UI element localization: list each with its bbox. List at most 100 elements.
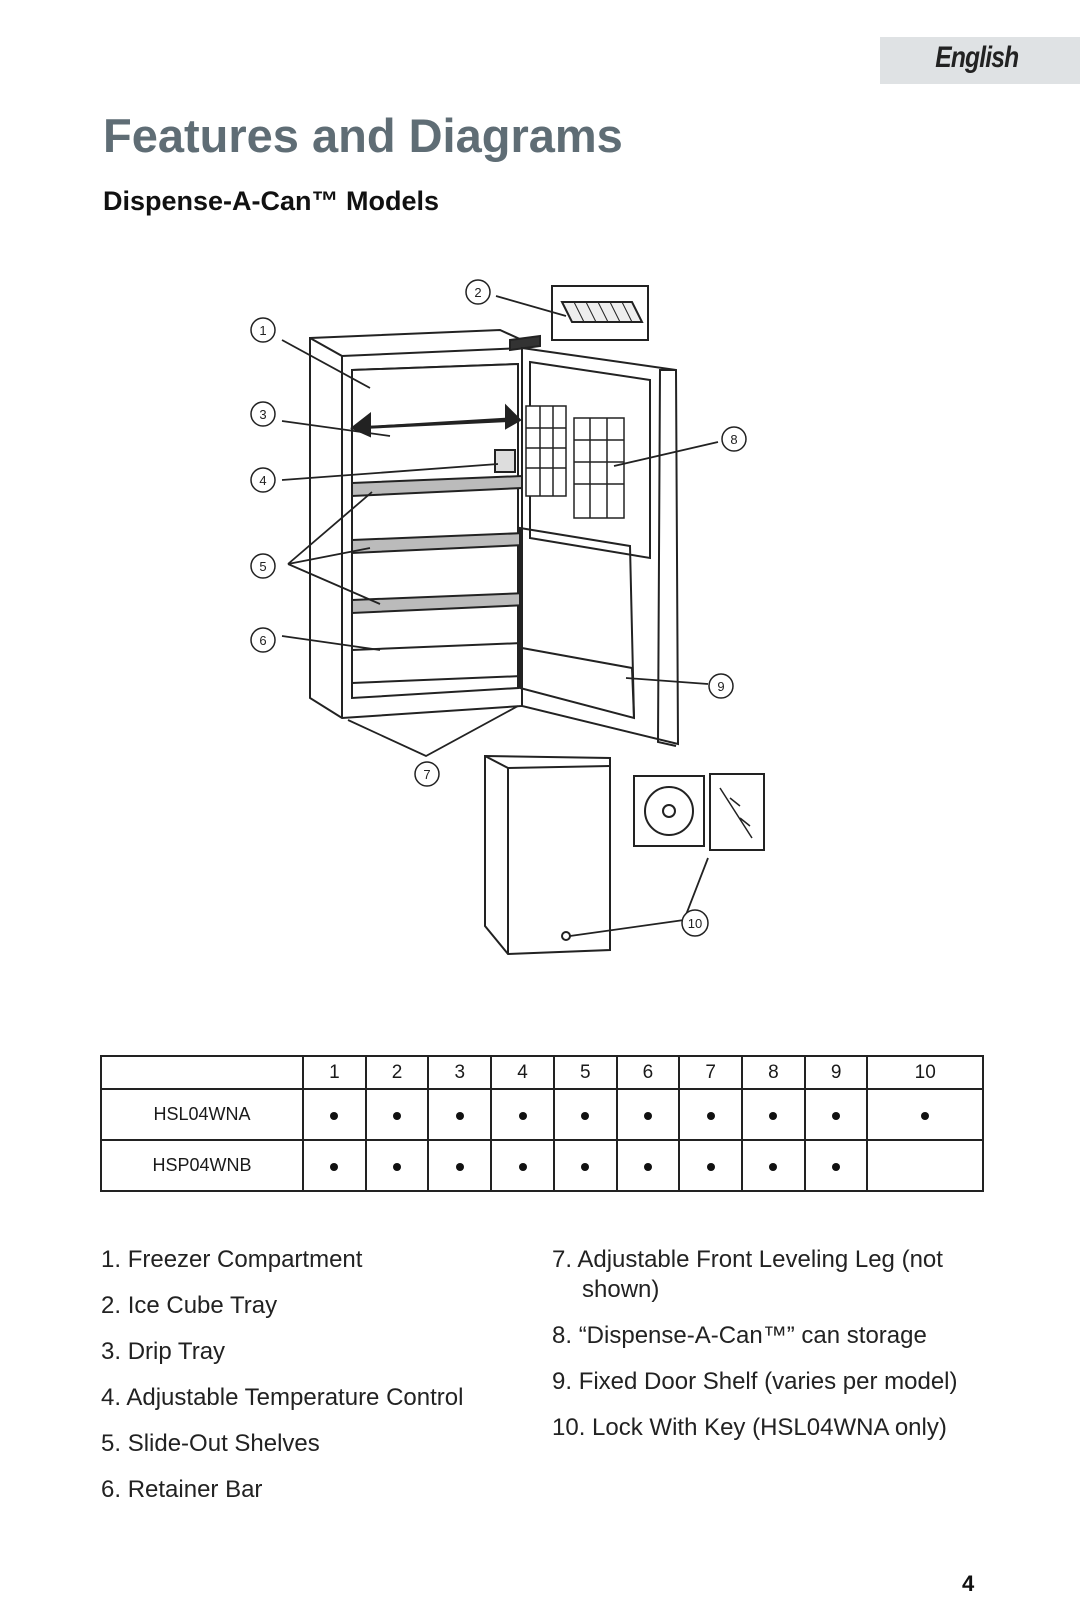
feature-dot xyxy=(643,1111,652,1120)
callout-10: 10 xyxy=(681,909,709,937)
language-label: English xyxy=(934,41,1019,74)
section-subtitle: Dispense-A-Can™ Models xyxy=(103,186,440,216)
svg-text:9: 9 xyxy=(717,679,724,694)
list-item: 4. Adjustable Temperature Control xyxy=(101,1384,464,1411)
feature-cell xyxy=(741,1088,806,1141)
language-tab: English xyxy=(880,37,1080,84)
feature-cell xyxy=(803,1139,869,1192)
callout-9: 9 xyxy=(708,673,734,699)
callout-5: 5 xyxy=(250,553,276,579)
feature-dot xyxy=(706,1111,715,1120)
callout-7: 7 xyxy=(414,761,440,787)
feature-cell xyxy=(427,1088,493,1141)
door-illustration xyxy=(519,346,680,747)
feature-dot xyxy=(455,1111,464,1120)
svg-text:8: 8 xyxy=(730,432,737,447)
svg-text:10: 10 xyxy=(688,916,702,931)
page-number: 4 xyxy=(962,1571,975,1596)
feature-cell xyxy=(364,1088,430,1141)
svg-text:6: 6 xyxy=(259,633,266,648)
list-item: 3. Drip Tray xyxy=(101,1338,226,1365)
feature-dot xyxy=(832,1111,841,1120)
callout-3: 3 xyxy=(250,401,276,427)
table-header-cell: 3 xyxy=(427,1055,493,1090)
feature-cell xyxy=(866,1139,984,1192)
feature-cell xyxy=(302,1088,367,1141)
feature-dot xyxy=(581,1162,590,1171)
feature-cell xyxy=(552,1139,618,1192)
list-item: 5. Slide-Out Shelves xyxy=(101,1430,320,1457)
callouts: 1 2 3 4 5 6 7 8 9 10 xyxy=(250,279,747,937)
feature-dot xyxy=(455,1162,464,1171)
table-header-cell: 1 xyxy=(302,1055,367,1090)
page-title: Features and Diagrams xyxy=(103,109,623,162)
table-row: HSP04WNB xyxy=(100,1139,984,1192)
table-header-cell: 9 xyxy=(803,1055,869,1090)
feature-dot xyxy=(393,1162,402,1171)
model-name-cell: HSP04WNB xyxy=(100,1139,304,1192)
feature-dot xyxy=(643,1162,652,1171)
table-row: HSL04WNA xyxy=(100,1088,984,1141)
callout-6: 6 xyxy=(250,627,276,653)
callout-1: 1 xyxy=(250,317,276,343)
table-header-cell: 4 xyxy=(490,1055,555,1090)
feature-cell xyxy=(552,1088,618,1141)
list-item-continuation: shown) xyxy=(582,1276,660,1303)
feature-cell xyxy=(427,1139,493,1192)
feature-cell xyxy=(803,1088,869,1141)
feature-cell xyxy=(615,1139,681,1192)
list-item: 6. Retainer Bar xyxy=(101,1476,263,1503)
feature-cell xyxy=(615,1088,681,1141)
feature-dot xyxy=(393,1111,402,1120)
svg-text:7: 7 xyxy=(423,767,430,782)
list-item: 1. Freezer Compartment xyxy=(101,1246,363,1273)
svg-text:5: 5 xyxy=(259,559,266,574)
leader-lines xyxy=(281,295,719,937)
table-header-cell: 7 xyxy=(678,1055,744,1090)
feature-cell xyxy=(678,1088,744,1141)
table-header-cell: 2 xyxy=(364,1055,430,1090)
svg-text:3: 3 xyxy=(259,407,266,422)
feature-cell xyxy=(490,1139,555,1192)
callout-8: 8 xyxy=(721,426,747,452)
svg-text:1: 1 xyxy=(259,323,266,338)
list-item: 7. Adjustable Front Leveling Leg (not xyxy=(552,1246,943,1273)
table-header-row: 1 2 3 4 5 6 7 8 9 10 xyxy=(100,1055,984,1090)
callout-2: 2 xyxy=(465,279,491,305)
feature-dot xyxy=(706,1162,715,1171)
can-storage-racks xyxy=(525,405,625,519)
feature-cell xyxy=(364,1139,430,1192)
feature-dot xyxy=(921,1111,930,1120)
feature-cell xyxy=(678,1139,744,1192)
table-header-cell xyxy=(100,1055,304,1090)
refrigerator-diagram: 1 2 3 4 5 6 7 8 9 10 xyxy=(250,279,765,956)
table-header-cell: 10 xyxy=(866,1055,984,1090)
list-item: 2. Ice Cube Tray xyxy=(101,1292,278,1319)
feature-cell xyxy=(490,1088,555,1141)
feature-cell xyxy=(741,1139,806,1192)
callout-4: 4 xyxy=(250,467,276,493)
feature-dot xyxy=(769,1111,778,1120)
table-header-cell: 6 xyxy=(615,1055,681,1090)
list-item: 10. Lock With Key (HSL04WNA only) xyxy=(552,1414,947,1441)
svg-text:2: 2 xyxy=(474,285,481,300)
feature-dot xyxy=(518,1111,527,1120)
feature-dot xyxy=(832,1162,841,1171)
closed-fridge-illustration xyxy=(484,754,611,956)
feature-cell xyxy=(866,1088,984,1141)
feature-dot xyxy=(330,1111,339,1120)
fridge-body-illustration xyxy=(309,328,541,720)
table-header-cell: 8 xyxy=(741,1055,806,1090)
svg-text:4: 4 xyxy=(259,473,266,488)
model-feature-table: 1 2 3 4 5 6 7 8 9 10 HSL04WNA HSP04WNB xyxy=(100,1055,984,1192)
feature-dot xyxy=(769,1162,778,1171)
list-item: 8. “Dispense-A-Can™” can storage xyxy=(552,1322,927,1349)
feature-dot xyxy=(581,1111,590,1120)
ice-cube-tray-inset xyxy=(551,285,649,341)
table-header-cell: 5 xyxy=(552,1055,618,1090)
feature-dot xyxy=(518,1162,527,1171)
list-item: 9. Fixed Door Shelf (varies per model) xyxy=(552,1368,958,1395)
lock-insets xyxy=(633,773,765,851)
feature-cell xyxy=(302,1139,367,1192)
model-name-cell: HSL04WNA xyxy=(100,1088,304,1141)
